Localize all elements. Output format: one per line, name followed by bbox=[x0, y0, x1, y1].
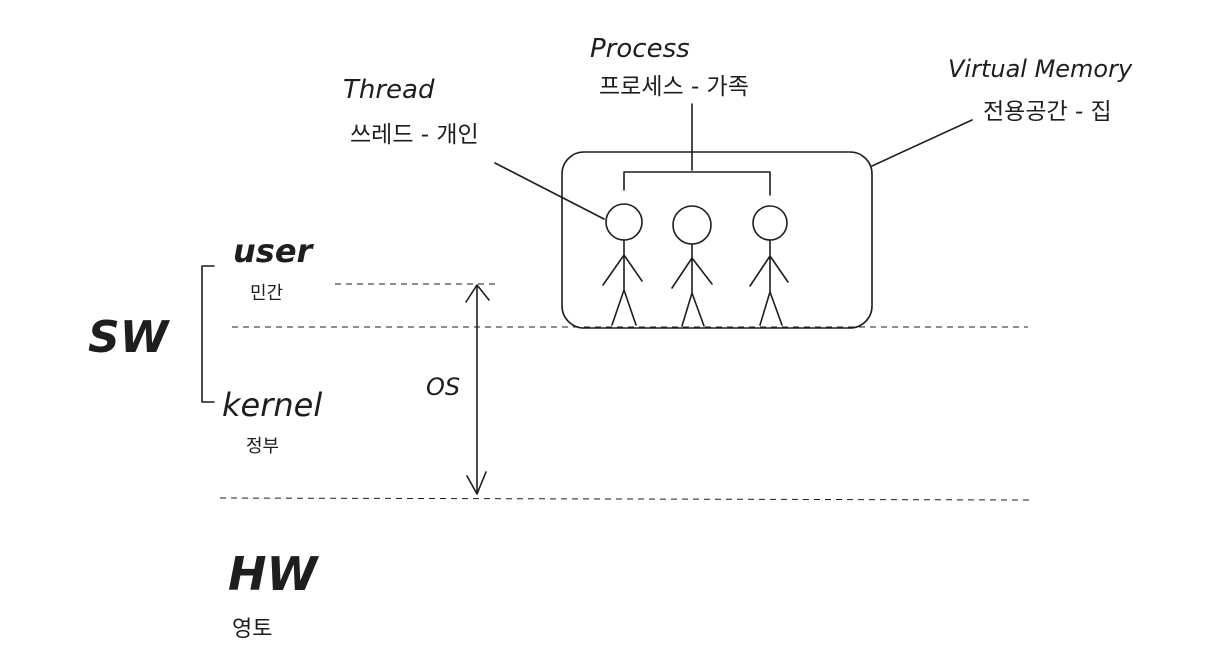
thread-ko-label: 쓰레드 - 개인 bbox=[350, 122, 479, 148]
thread-body-icon bbox=[671, 243, 713, 327]
kernel-label: kernel bbox=[222, 386, 322, 424]
user-ko-label: 민간 bbox=[250, 283, 283, 304]
process-bracket bbox=[623, 171, 771, 196]
virtual-memory-label: Virtual Memory bbox=[948, 55, 1133, 83]
thread-pointer-line bbox=[494, 162, 605, 220]
process-label: Process bbox=[590, 34, 690, 64]
thread-head-icon bbox=[605, 203, 643, 241]
thread-figure-3 bbox=[749, 205, 789, 326]
user-label: user bbox=[233, 232, 315, 270]
thread-head-icon bbox=[672, 205, 712, 245]
thread-label: Thread bbox=[343, 75, 435, 105]
sw-hw-boundary-line bbox=[219, 497, 1031, 501]
thread-head-icon bbox=[752, 205, 788, 241]
thread-body-icon bbox=[602, 239, 643, 326]
hw-label: HW bbox=[228, 547, 319, 601]
virtual-memory-box bbox=[561, 151, 873, 329]
thread-figure-2 bbox=[671, 205, 713, 327]
kernel-ko-label: 정부 bbox=[246, 436, 279, 457]
sw-bracket bbox=[201, 265, 215, 403]
virtual-memory-ko-label: 전용공간 - 집 bbox=[983, 99, 1112, 125]
virtual-memory-pointer-line bbox=[871, 119, 973, 167]
sw-label: SW bbox=[88, 312, 171, 363]
arrow-up-icon bbox=[465, 284, 490, 303]
os-range-arrow bbox=[465, 284, 490, 495]
arrow-down-icon bbox=[466, 471, 487, 495]
thread-figure-1 bbox=[602, 203, 643, 326]
process-ko-label: 프로세스 - 가족 bbox=[599, 74, 749, 100]
thread-body-icon bbox=[749, 239, 789, 326]
os-label: OS bbox=[426, 373, 460, 401]
hw-ko-label: 영토 bbox=[232, 617, 272, 642]
